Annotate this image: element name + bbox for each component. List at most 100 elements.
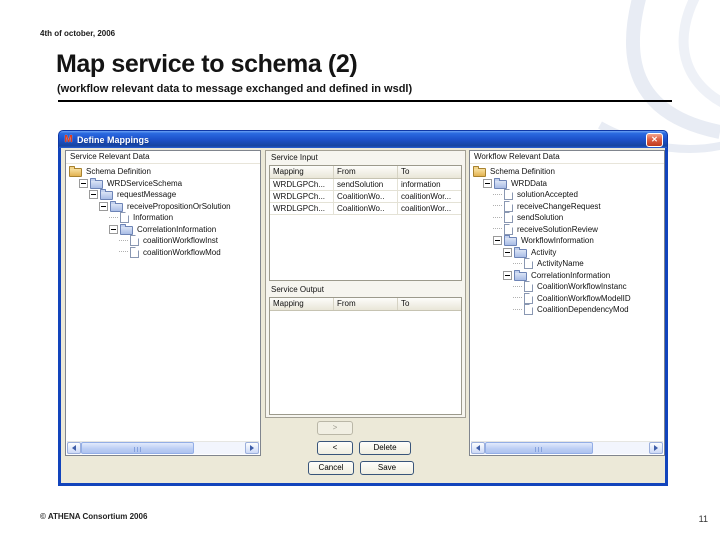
tree-connector <box>493 228 502 230</box>
tree-item[interactable]: Schema Definition <box>67 166 259 178</box>
column-header[interactable]: From <box>334 166 398 178</box>
document-icon <box>504 212 513 224</box>
scroll-left-button[interactable] <box>471 442 485 454</box>
workflow-panel-header: Workflow Relevant Data <box>470 151 664 164</box>
scrollbar-thumb[interactable] <box>485 442 594 454</box>
tree-item[interactable]: receiveChangeRequest <box>471 200 663 213</box>
slide-subtitle: (workflow relevant data to message excha… <box>57 83 413 95</box>
column-header[interactable]: To <box>401 167 410 176</box>
tree-item[interactable]: solutionAccepted <box>471 189 663 201</box>
cancel-button[interactable]: Cancel <box>308 461 354 475</box>
folder-icon <box>494 177 507 189</box>
expander-minus-icon[interactable] <box>79 178 88 188</box>
delete-button[interactable]: Delete <box>359 441 411 455</box>
expander-minus-icon[interactable] <box>503 247 512 257</box>
service-output-label: Service Output <box>271 285 324 294</box>
expander-minus-icon[interactable] <box>483 178 492 188</box>
expander-minus-icon[interactable] <box>503 270 512 280</box>
scroll-left-button[interactable] <box>67 442 81 454</box>
scrollbar-track[interactable] <box>485 442 649 454</box>
scroll-right-button[interactable] <box>649 442 663 454</box>
move-right-button[interactable]: > <box>317 421 353 435</box>
column-header[interactable]: Mapping <box>270 166 334 178</box>
tree-item-label: ActivityName <box>537 259 584 269</box>
expander-minus-icon[interactable] <box>109 224 118 234</box>
tree-item-label: WorkflowInformation <box>521 236 594 246</box>
tree-connector <box>119 251 128 253</box>
tree-item-label: CorrelationInformation <box>137 224 217 234</box>
table-cell: sendSolution <box>334 179 398 190</box>
tree-item-label: CoalitionDependencyMod <box>537 305 629 315</box>
table-row[interactable]: WRDLGPCh...CoalitionWo..coalitionWor... <box>270 191 461 203</box>
folder-icon <box>514 246 527 258</box>
tree-item-label: sendSolution <box>517 213 564 223</box>
tree-item[interactable]: CorrelationInformation <box>471 269 663 282</box>
tree-item[interactable]: coalitionWorkflowMod <box>67 246 259 259</box>
tree-item-label: Schema Definition <box>490 167 555 177</box>
workflow-relevant-data-panel: Workflow Relevant Data Schema Definition… <box>469 150 665 456</box>
expander-minus-icon[interactable] <box>89 190 98 200</box>
tree-item[interactable]: coalitionWorkflowInst <box>67 235 259 247</box>
tree-item[interactable]: receivePropositionOrSolution <box>67 200 259 213</box>
move-left-button[interactable]: < <box>317 441 353 455</box>
dialog-title: Define Mappings <box>77 134 150 145</box>
horizontal-scrollbar[interactable] <box>67 441 259 454</box>
tree-item-label: Activity <box>531 247 557 257</box>
table-cell: information <box>401 180 441 189</box>
tree-item-label: requestMessage <box>117 190 177 200</box>
dialog-titlebar[interactable]: M Define Mappings ✕ <box>58 130 668 148</box>
folder-icon <box>473 166 486 178</box>
column-header[interactable]: From <box>334 298 398 310</box>
tree-item[interactable]: CoalitionWorkflowInstanc <box>471 281 663 293</box>
document-icon <box>130 235 139 247</box>
document-icon <box>524 292 533 304</box>
close-button[interactable]: ✕ <box>646 132 663 147</box>
expander-minus-icon[interactable] <box>99 201 108 211</box>
column-header[interactable]: Mapping <box>270 298 334 310</box>
table-row[interactable]: WRDLGPCh...CoalitionWo..coalitionWor... <box>270 203 461 215</box>
tree-item[interactable]: WorkflowInformation <box>471 235 663 247</box>
column-header[interactable]: To <box>401 299 410 308</box>
close-icon: ✕ <box>651 134 658 144</box>
tree-item[interactable]: WRDServiceSchema <box>67 177 259 190</box>
tree-item[interactable]: requestMessage <box>67 189 259 201</box>
service-panel-header: Service Relevant Data <box>66 151 260 164</box>
arrow-left-icon <box>72 445 76 451</box>
save-button[interactable]: Save <box>360 461 414 475</box>
table-cell: WRDLGPCh... <box>270 179 334 190</box>
tree-item[interactable]: Schema Definition <box>471 166 663 178</box>
scrollbar-track[interactable] <box>81 442 245 454</box>
tree-item[interactable]: CoalitionDependencyMod <box>471 304 663 316</box>
table-cell: CoalitionWo.. <box>334 203 398 214</box>
document-icon <box>524 304 533 316</box>
tree-item-label: solutionAccepted <box>517 190 578 200</box>
tree-item[interactable]: WRDData <box>471 177 663 190</box>
tree-item[interactable]: CorrelationInformation <box>67 223 259 236</box>
tree-connector <box>493 205 502 207</box>
arrow-right-icon <box>654 445 658 451</box>
tree-item[interactable]: ActivityName <box>471 258 663 270</box>
tree-item[interactable]: receiveSolutionReview <box>471 223 663 236</box>
tree-item[interactable]: Activity <box>471 246 663 259</box>
horizontal-scrollbar[interactable] <box>471 441 663 454</box>
tree-item[interactable]: CoalitionWorkflowModelID <box>471 292 663 305</box>
expander-minus-icon[interactable] <box>493 236 502 246</box>
scrollbar-thumb[interactable] <box>81 442 195 454</box>
table-cell: CoalitionWo.. <box>334 191 398 202</box>
tree-item[interactable]: Information <box>67 212 259 224</box>
tree-connector <box>119 239 128 242</box>
arrow-right-icon <box>250 445 254 451</box>
scroll-right-button[interactable] <box>245 442 259 454</box>
table-cell: coalitionWor... <box>401 204 452 213</box>
tree-item[interactable]: sendSolution <box>471 212 663 224</box>
arrow-left-icon <box>476 445 480 451</box>
